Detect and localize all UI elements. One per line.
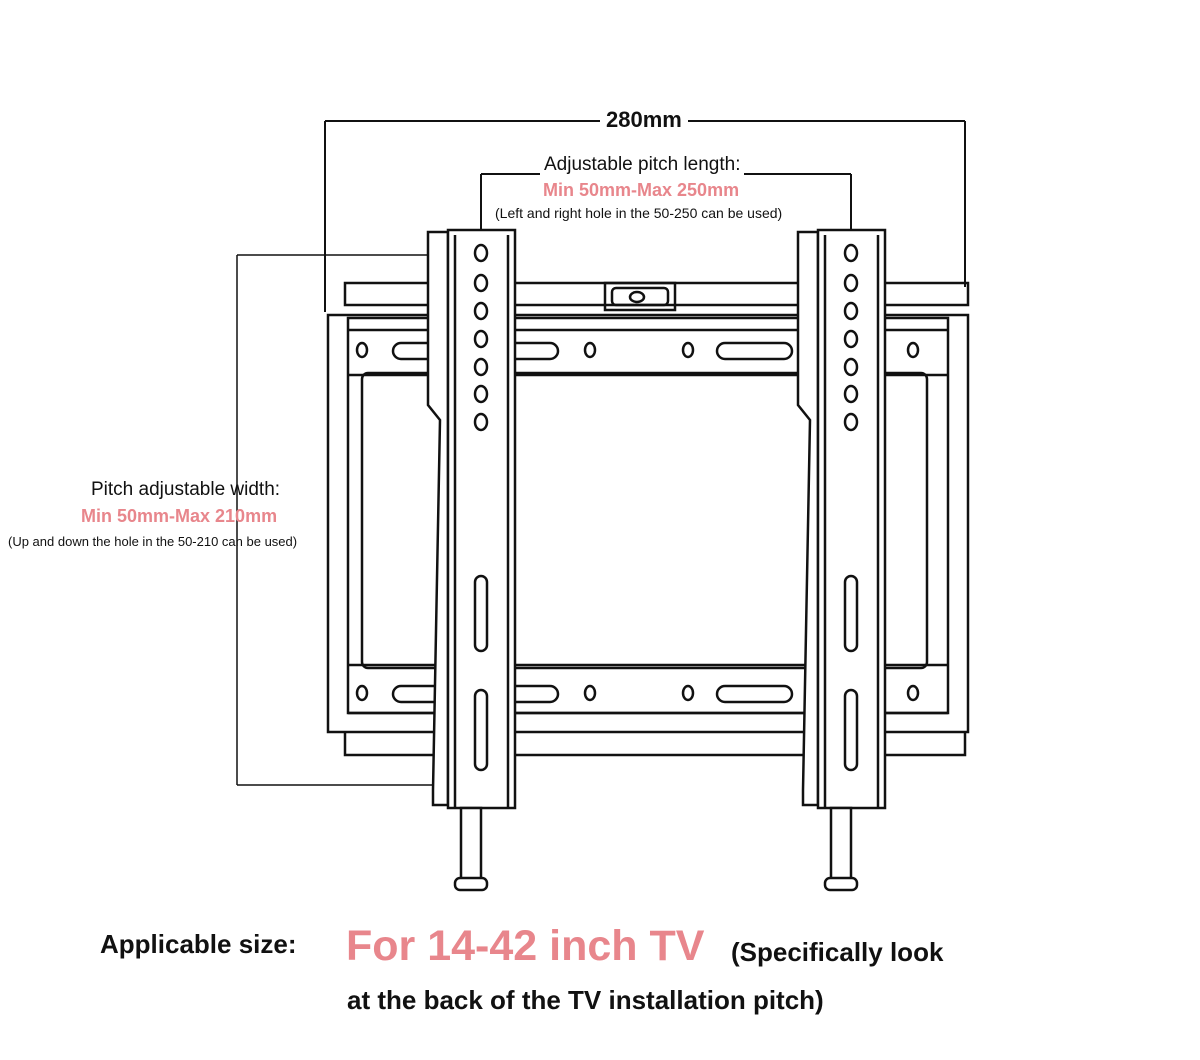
pitch-width-note: (Up and down the hole in the 50-210 can …	[8, 534, 298, 549]
wall-plate	[326, 281, 970, 757]
applicable-size-note-line1: (Specifically look	[731, 937, 944, 967]
total-width-label: 280mm	[600, 107, 688, 133]
applicable-size-value: For 14-42 inch TV	[346, 922, 705, 970]
pitch-width-label: Pitch adjustable width:	[91, 479, 281, 500]
pitch-length-note: (Left and right hole in the 50-250 can b…	[495, 205, 783, 221]
applicable-size-label: Applicable size:	[100, 929, 297, 959]
pitch-length-label: Adjustable pitch length:	[540, 154, 745, 176]
left-vertical-arm	[426, 228, 517, 892]
right-vertical-arm	[796, 228, 887, 892]
pitch-width-range: Min 50mm-Max 210mm	[81, 506, 278, 526]
applicable-size-note-line2: at the back of the TV installation pitch…	[347, 985, 824, 1015]
pitch-length-range: Min 50mm-Max 250mm	[543, 180, 740, 201]
